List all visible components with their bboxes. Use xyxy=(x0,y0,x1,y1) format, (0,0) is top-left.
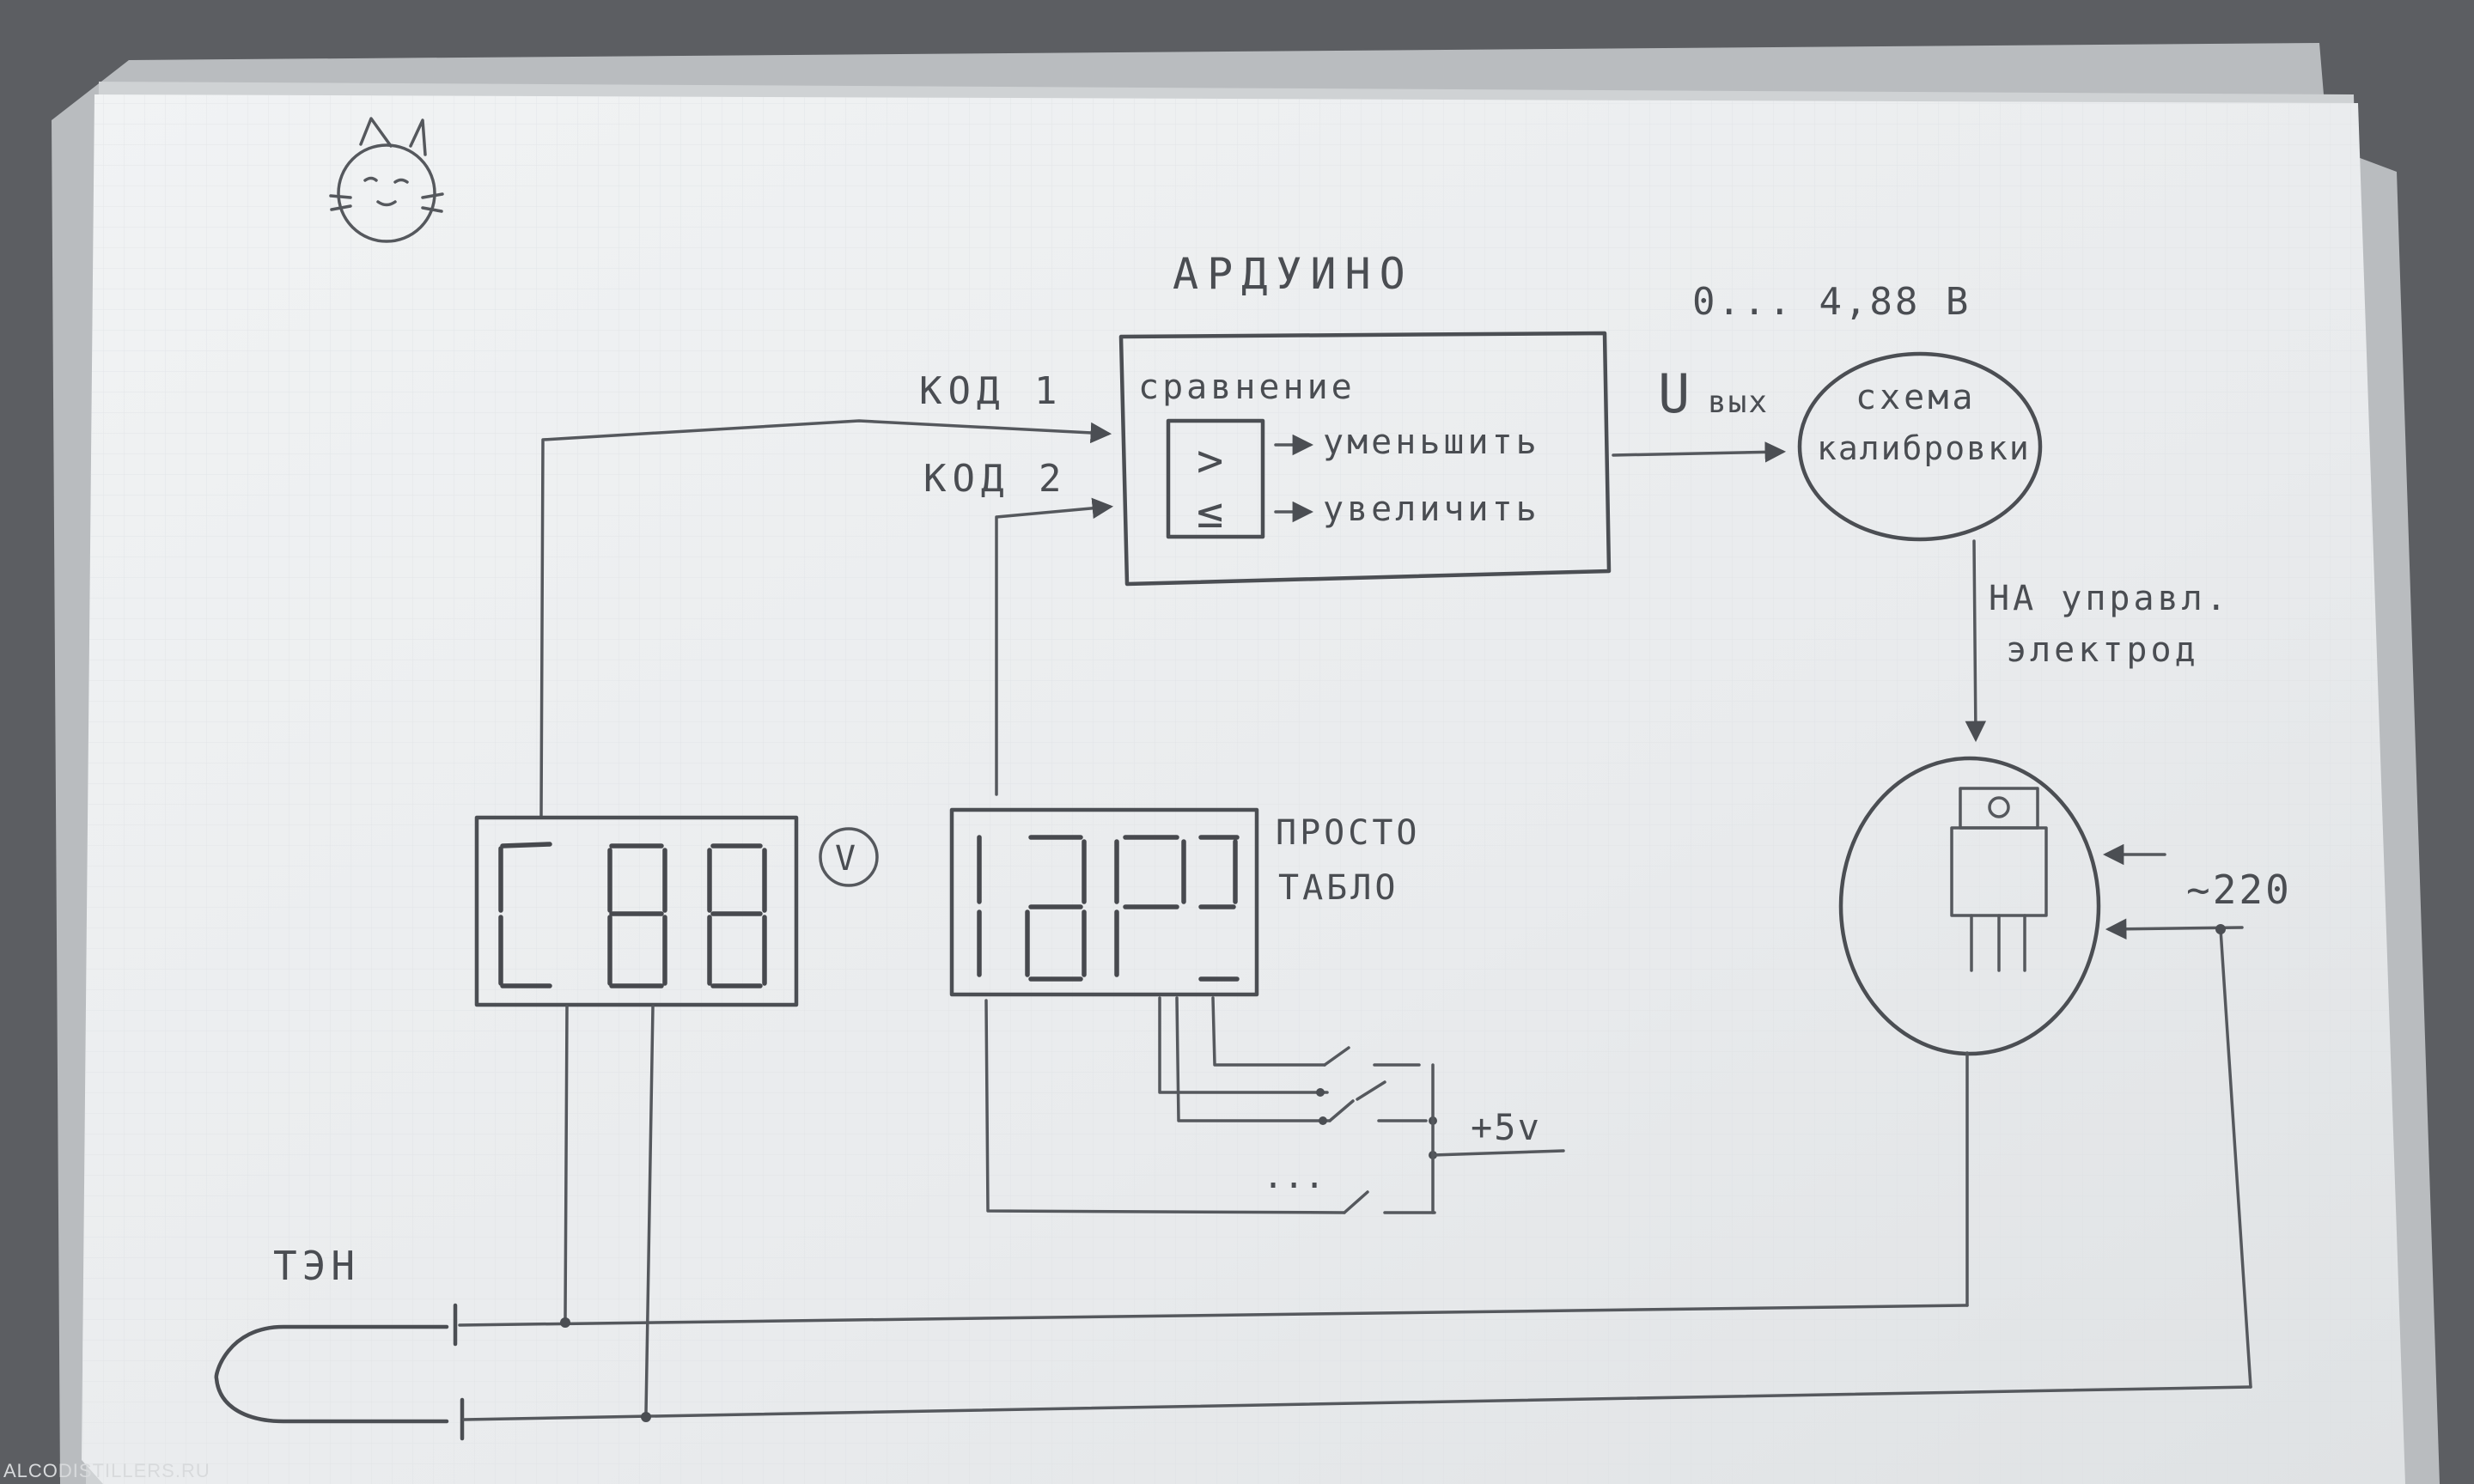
code2-wire xyxy=(995,497,1114,796)
code1-wire xyxy=(539,419,1112,818)
u-out-subscript: вых xyxy=(1708,385,1769,420)
plain-display: ПРОСТО ТАБЛО xyxy=(949,807,1421,997)
comparator-le-symbol: ≤ xyxy=(1197,487,1223,538)
arduino-block: сравнение > ≤ уменьшить увеличить xyxy=(1118,331,1612,587)
code1-label: КОД 1 xyxy=(919,369,1063,413)
supply-label: +5v xyxy=(1471,1106,1541,1148)
switch-icon xyxy=(1323,1046,1436,1214)
code2-label: КОД 2 xyxy=(923,457,1067,501)
voltmeter-display: V xyxy=(474,815,879,1414)
mains-label: ~220 xyxy=(2186,867,2292,913)
comparator-gt-symbol: > xyxy=(1197,435,1223,487)
increase-label: увеличить xyxy=(1323,490,1540,529)
switch-ellipsis: ... xyxy=(1263,1157,1325,1196)
display-caption-line1: ПРОСТО xyxy=(1276,813,1421,853)
comparator-box xyxy=(1166,418,1265,539)
thyristor-icon xyxy=(1950,787,2048,972)
comparison-label: сравнение xyxy=(1138,368,1356,407)
u-out-symbol: U xyxy=(1658,362,1690,425)
voltmeter-digit xyxy=(498,842,767,988)
watermark: ALCODISTILLERS.RU xyxy=(3,1460,210,1481)
calibration-label-line1: схема xyxy=(1855,378,1976,417)
cat-doodle-icon xyxy=(329,117,444,243)
voltmeter-mark: V xyxy=(835,839,856,879)
heater-element: ТЭН xyxy=(214,924,2252,1441)
calibration-label-line2: калибровки xyxy=(1817,429,2031,467)
calibration-circuit: схема калибровки xyxy=(1797,351,2043,542)
u-out-wire xyxy=(1612,441,1787,463)
switch-bank: +5v ... xyxy=(984,996,1565,1214)
arduino-label: АРДУИНО xyxy=(1173,249,1414,299)
control-label-line1: НА управл. xyxy=(1989,579,2230,618)
plain-display-digit xyxy=(977,835,1240,982)
control-wire xyxy=(1965,539,1987,743)
voltage-range-label: 0... 4,88 В xyxy=(1692,280,1971,324)
decrease-label: уменьшить xyxy=(1323,423,1540,462)
heater-label: ТЭН xyxy=(273,1243,360,1289)
display-caption-line2: ТАБЛО xyxy=(1278,868,1398,908)
control-label-line2: электрод xyxy=(2006,630,2199,670)
